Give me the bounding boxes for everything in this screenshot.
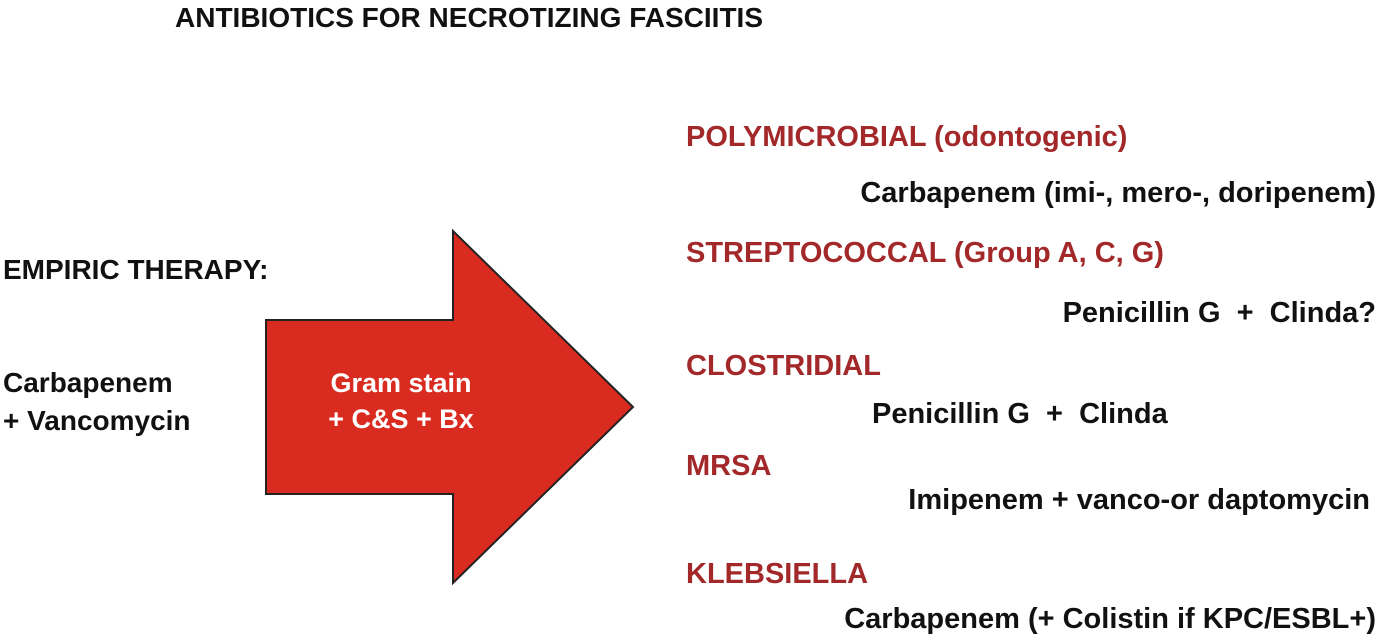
empiric-regimen-line2: + Vancomycin (3, 405, 191, 436)
arrow-label-line2: + C&S + Bx (328, 404, 474, 434)
regimen-mrsa: Imipenem + vanco-or daptomycin (908, 484, 1370, 516)
category-mrsa: MRSA (686, 450, 772, 482)
category-klebsiella: KLEBSIELLA (686, 558, 869, 590)
page-title: ANTIBIOTICS FOR NECROTIZING FASCIITIS (175, 2, 763, 33)
arrow-polygon (265, 228, 635, 586)
regimen-streptococcal: Penicillin G + Clinda? (1062, 297, 1376, 329)
empiric-regimen-line1: Carbapenem (3, 367, 173, 398)
category-polymicrobial: POLYMICROBIAL (odontogenic) (686, 121, 1128, 153)
empiric-regimen: Carbapenem + Vancomycin (3, 364, 191, 440)
category-streptococcal: STREPTOCOCCAL (Group A, C, G) (686, 237, 1164, 269)
regimen-clostridial: Penicillin G + Clinda (872, 398, 1168, 430)
arrow-label-line1: Gram stain (330, 368, 472, 398)
regimen-polymicrobial: Carbapenem (imi-, mero-, doripenem) (860, 177, 1376, 209)
arrow-label: Gram stain + C&S + Bx (296, 365, 506, 437)
arrow-shape (265, 228, 635, 586)
category-clostridial: CLOSTRIDIAL (686, 350, 881, 382)
empiric-therapy-heading: EMPIRIC THERAPY: (3, 254, 269, 285)
regimen-klebsiella: Carbapenem (+ Colistin if KPC/ESBL+) (844, 603, 1376, 635)
